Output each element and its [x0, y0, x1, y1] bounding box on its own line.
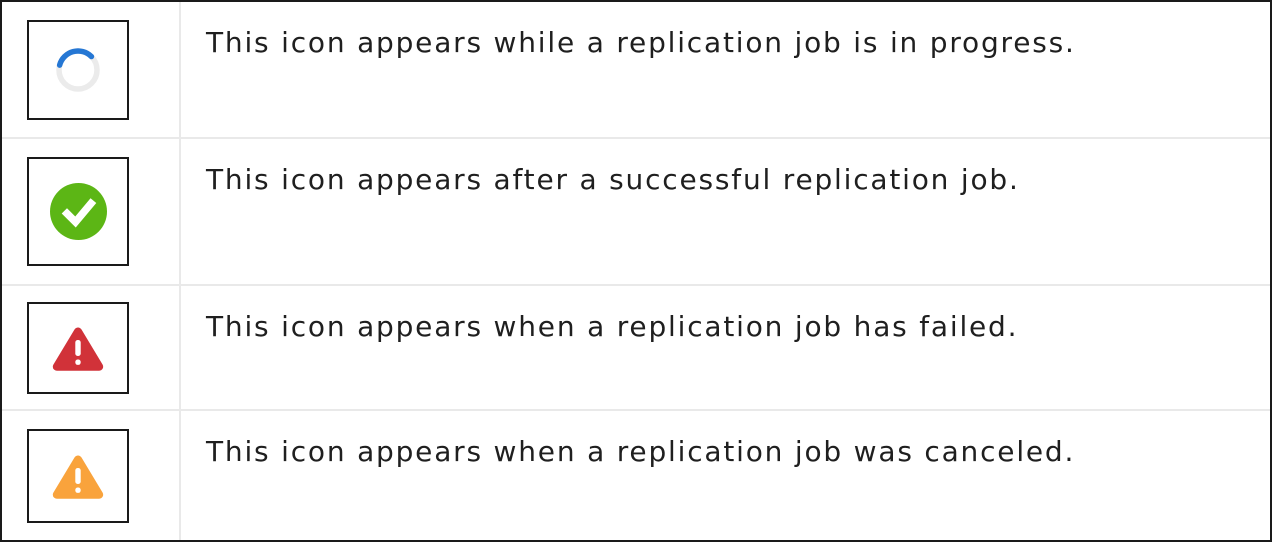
icon-cell — [2, 411, 181, 540]
table-row: This icon appears when a replication job… — [2, 411, 1270, 540]
failed-warning-icon — [52, 327, 104, 371]
icon-cell — [2, 286, 181, 409]
table-row: This icon appears while a replication jo… — [2, 2, 1270, 139]
icon-cell — [2, 2, 181, 137]
table-row: This icon appears when a replication job… — [2, 286, 1270, 411]
in-progress-spinner-icon — [56, 47, 100, 92]
success-check-icon — [49, 183, 107, 240]
icon-box — [27, 157, 129, 266]
icon-cell — [2, 139, 181, 284]
icon-description: This icon appears after a successful rep… — [206, 163, 1020, 196]
icon-description: This icon appears while a replication jo… — [206, 26, 1076, 59]
icon-description: This icon appears when a replication job… — [206, 310, 1019, 343]
icon-description: This icon appears when a replication job… — [206, 435, 1076, 468]
canceled-warning-icon — [52, 455, 104, 499]
icon-box — [27, 19, 129, 120]
icon-box — [27, 301, 129, 394]
icon-box — [27, 428, 129, 523]
table-row: This icon appears after a successful rep… — [2, 139, 1270, 286]
